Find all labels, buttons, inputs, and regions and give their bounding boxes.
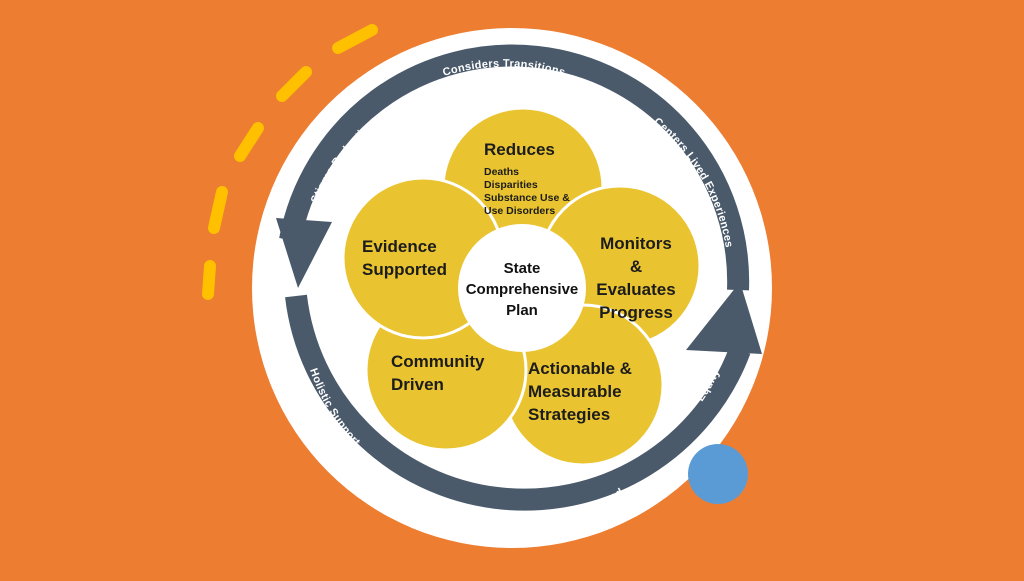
dash-2 [276,66,312,102]
center-line-3: Plan [506,302,538,319]
evidence-line-2: Supported [362,260,447,279]
monitors-line-2: & [630,257,642,276]
reduces-item-1: Deaths [484,166,519,178]
actionable-line-1: Actionable & [528,359,632,378]
decorative-dashes [202,24,378,300]
reduces-item-4: Use Disorders [484,205,555,217]
center-line-2: Comprehensive [466,281,579,298]
reduces-item-2: Disparities [484,179,538,191]
lower-cycle-arrow [285,282,762,511]
actionable-line-3: Strategies [528,405,610,424]
upper-arrow-band [279,44,750,291]
lower-arrow-head [686,282,762,354]
monitors-line-4: Progress [599,303,673,322]
community-line-1: Community [391,352,485,371]
reduces-item-3: Substance Use & [484,192,570,204]
monitors-line-1: Monitors [600,234,672,253]
dash-3 [234,122,264,162]
center-circle [458,224,586,352]
dash-1 [332,24,378,54]
actionable-line-2: Measurable [528,382,622,401]
reduces-title: Reduces [484,140,555,159]
upper-cycle-arrow [276,44,750,291]
dash-4 [208,186,228,234]
lower-arrow-band [285,294,751,511]
monitors-line-3: Evaluates [596,280,675,299]
evidence-line-1: Evidence [362,237,437,256]
center-line-1: State [504,260,541,277]
upper-arrow-head [276,218,332,288]
community-line-2: Driven [391,375,444,394]
dash-5 [202,260,216,300]
blue-dot [688,444,748,504]
